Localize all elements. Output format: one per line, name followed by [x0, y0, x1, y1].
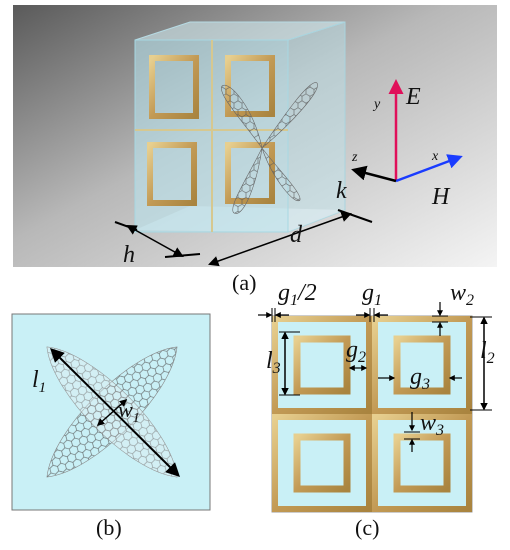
k-label: k [336, 178, 347, 204]
panel-c: g1/2 g1 w2 l3 g2 g3 l2 w3 (c) [258, 280, 495, 540]
w1-dim-arrow [96, 399, 128, 426]
x-axis-label: x [431, 149, 439, 164]
l2-label: l2 [480, 338, 495, 367]
outer-ring-br [372, 414, 472, 512]
block-graphene-cross [221, 82, 318, 214]
caption-c: (c) [355, 515, 379, 540]
front-ring-br [225, 142, 275, 204]
k-wave-arrow [351, 165, 397, 183]
g3-label: g3 [410, 364, 430, 393]
w3-label: w3 [420, 410, 444, 439]
front-ring-tl [149, 55, 199, 119]
l1-label: l1 [32, 367, 46, 396]
outer-ring-tr [372, 316, 472, 414]
panel-a: h d k y E x z H (a) [13, 5, 497, 295]
dim-h-label: h [123, 242, 135, 268]
outer-ring-tl [272, 316, 372, 414]
caption-b: (b) [96, 515, 122, 540]
dim-d-label: d [290, 222, 303, 248]
H-label: H [431, 184, 451, 210]
inner-ring-tr [393, 335, 451, 395]
front-ring-bl [147, 142, 197, 206]
inner-ring-br [393, 433, 451, 493]
z-axis-label: z [351, 150, 358, 165]
g1-half-label: g1/2 [278, 280, 317, 309]
g2-label: g2 [346, 337, 366, 366]
dim-d-line [208, 211, 352, 267]
panel-b: l1 w1 (b) [11, 313, 211, 540]
w2-label: w2 [450, 280, 474, 309]
l3-label: l3 [266, 348, 281, 377]
E-label: E [405, 84, 421, 110]
inner-ring-bl [293, 433, 351, 493]
inner-ring-tl [293, 335, 351, 395]
y-axis-label: y [372, 97, 381, 112]
outer-ring-bl [272, 414, 372, 512]
w1-label: w1 [118, 397, 140, 426]
dim-h-line [126, 224, 184, 258]
h-field-arrow [395, 154, 463, 183]
caption-a: (a) [232, 270, 256, 295]
g1-label: g1 [362, 280, 382, 309]
